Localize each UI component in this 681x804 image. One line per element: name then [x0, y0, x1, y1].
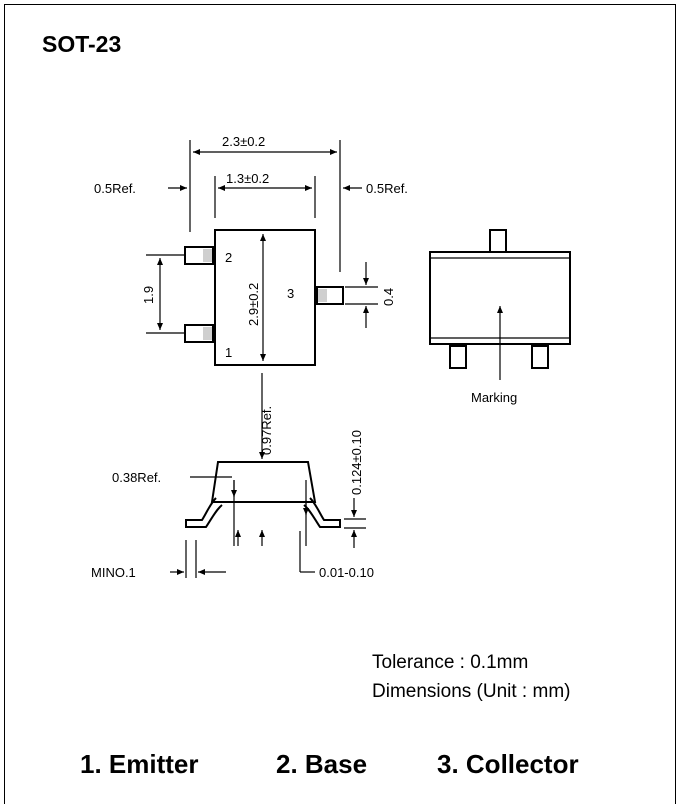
dim-body-length: 2.9±0.2	[246, 283, 261, 326]
dim-ref-left: 0.5Ref.	[94, 181, 136, 196]
package-title: SOT-23	[42, 31, 121, 57]
pin-1-label: 1	[225, 345, 232, 360]
dim-min-gap: MINO.1	[91, 565, 136, 580]
side-top-lead	[489, 229, 507, 253]
tolerance-note: Tolerance : 0.1mm	[372, 652, 528, 673]
dim-pitch: 1.9	[141, 286, 156, 304]
marking-label: Marking	[471, 390, 517, 405]
dim-ref-right: 0.5Ref.	[366, 181, 408, 196]
dim-height-ref: 0.97Ref.	[259, 406, 274, 455]
dim-lead-width: 0.4	[381, 288, 396, 306]
units-note: Dimensions (Unit : mm)	[372, 681, 570, 702]
legend-base: 2. Base	[276, 749, 367, 779]
side-view: Marking	[429, 229, 571, 405]
dim-seating: 0.01-0.10	[319, 565, 374, 580]
dim-standoff-ref: 0.38Ref.	[112, 470, 161, 485]
front-view: 0.97Ref. 0.38Ref. 0.124±0.10 MINO.1	[91, 373, 374, 580]
dim-lead-thickness: 0.124±0.10	[349, 430, 364, 495]
pin-3-label: 3	[287, 286, 294, 301]
top-view: 2.3±0.2 1.3±0.2 0.5Ref. 0.5Ref. 2 1 3 2.…	[94, 134, 408, 366]
drawing-frame	[4, 4, 676, 804]
lead-3	[316, 286, 344, 305]
legend-emitter: 1. Emitter	[80, 749, 199, 779]
pin-2-label: 2	[225, 250, 232, 265]
dim-lead-spacing: 1.3±0.2	[226, 171, 269, 186]
dim-overall-width: 2.3±0.2	[222, 134, 265, 149]
side-right-lead	[531, 345, 549, 369]
legend-collector: 3. Collector	[437, 749, 579, 779]
front-body	[210, 461, 317, 503]
side-left-lead	[449, 345, 467, 369]
